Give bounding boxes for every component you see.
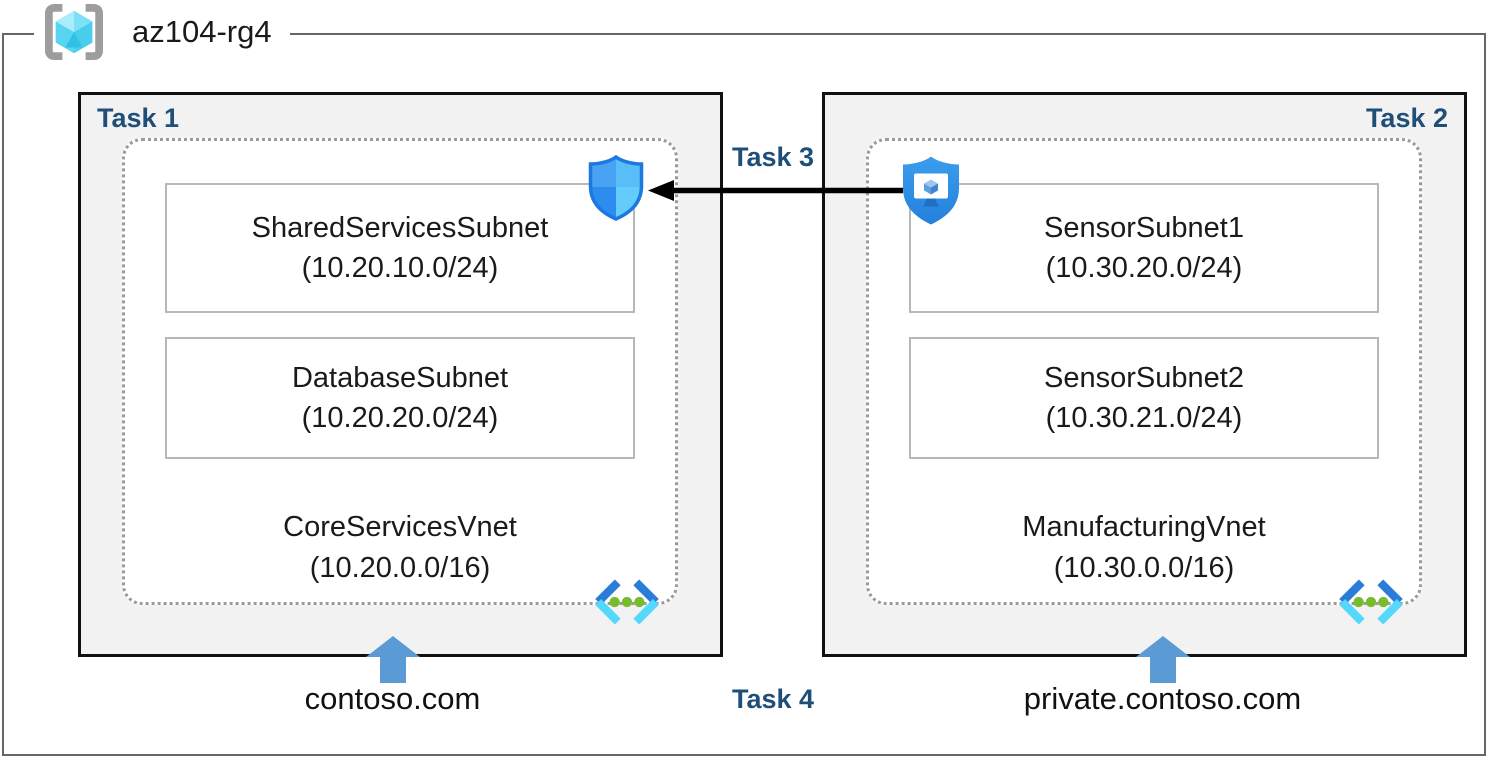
subnet-cidr: (10.20.10.0/24): [301, 252, 499, 284]
manufacturing-vnet-label: ManufacturingVnet (10.30.0.0/16): [869, 507, 1419, 589]
vnet-name: CoreServicesVnet: [283, 511, 517, 543]
task3-label: Task 3: [731, 142, 815, 172]
resource-group-header: az104-rg4: [34, 0, 290, 64]
subnet-cidr: (10.30.20.0/24): [1045, 252, 1243, 284]
dns-up-arrow-right: [1136, 636, 1190, 683]
task2-label: Task 2: [1365, 103, 1448, 133]
resource-group-boundary: [2, 33, 1486, 756]
subnet-sensor2: SensorSubnet2 (10.30.21.0/24): [909, 337, 1379, 459]
security-shield-icon: [588, 154, 644, 221]
subnet-sensor1: SensorSubnet1 (10.30.20.0/24): [909, 183, 1379, 313]
vnet-name: ManufacturingVnet: [1022, 511, 1266, 543]
manufacturing-task-box: Task 2 SensorSubnet1 (10.30.20.0/24) Sen…: [822, 92, 1467, 657]
dns-zone-label-contoso: contoso.com: [304, 681, 481, 716]
virtual-network-icon: [1339, 579, 1403, 625]
vnet-cidr: (10.20.0.0/16): [309, 552, 491, 584]
subnet-name: SharedServicesSubnet: [251, 212, 549, 244]
coreservices-vnet-area: SharedServicesSubnet (10.20.10.0/24) Dat…: [122, 138, 678, 625]
subnet-sharedservices: SharedServicesSubnet (10.20.10.0/24): [165, 183, 635, 313]
dns-zone-label-private-contoso: private.contoso.com: [1023, 681, 1302, 716]
vnet-cidr: (10.30.0.0/16): [1053, 552, 1235, 584]
subnet-name: DatabaseSubnet: [291, 362, 509, 394]
bastion-shield-icon: [903, 156, 959, 225]
resource-group-icon: [45, 3, 103, 61]
task1-label: Task 1: [97, 103, 180, 133]
subnet-cidr: (10.30.21.0/24): [1045, 402, 1243, 434]
subnet-name: SensorSubnet2: [1044, 362, 1244, 394]
coreservices-vnet-label: CoreServicesVnet (10.20.0.0/16): [125, 507, 675, 589]
subnet-cidr: (10.20.20.0/24): [301, 402, 499, 434]
subnet-name: SensorSubnet1: [1044, 212, 1244, 244]
virtual-network-icon: [595, 579, 659, 625]
task4-label: Task 4: [731, 684, 815, 714]
manufacturing-vnet-area: SensorSubnet1 (10.30.20.0/24) SensorSubn…: [866, 138, 1422, 625]
resource-group-name: az104-rg4: [132, 14, 272, 49]
dns-up-arrow-left: [366, 636, 420, 683]
peering-arrow-icon: [648, 180, 903, 201]
subnet-database: DatabaseSubnet (10.20.20.0/24): [165, 337, 635, 459]
